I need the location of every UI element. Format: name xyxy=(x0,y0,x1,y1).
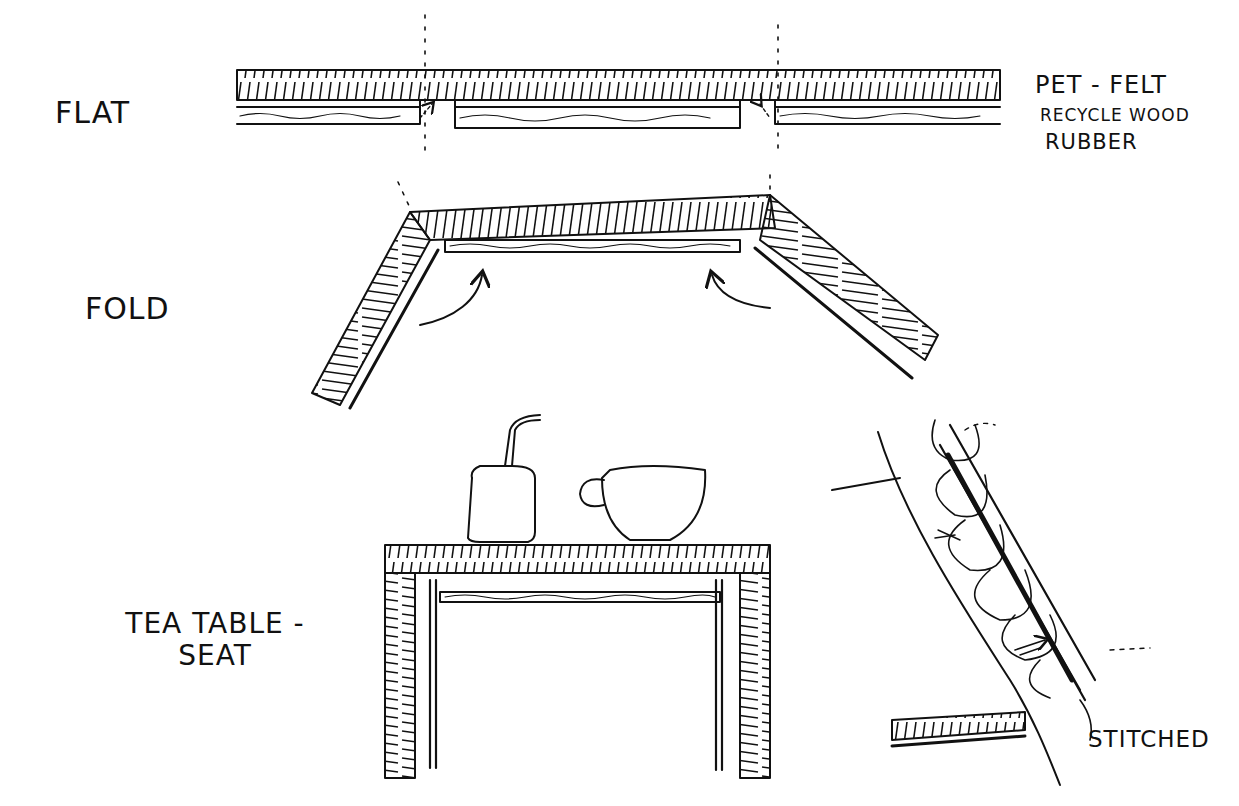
sketch-label: RECYCLE WOOD xyxy=(1040,106,1190,126)
sketch-label: PET - FELT xyxy=(1035,72,1167,100)
sketch-label: FLAT xyxy=(55,96,130,131)
sketch-label: STITCHED xyxy=(1088,726,1210,752)
sketch-label: TEA TABLE - SEAT xyxy=(95,608,335,672)
sketch-label: FOLD xyxy=(85,292,170,327)
sketch-label: RUBBER xyxy=(1045,130,1138,154)
